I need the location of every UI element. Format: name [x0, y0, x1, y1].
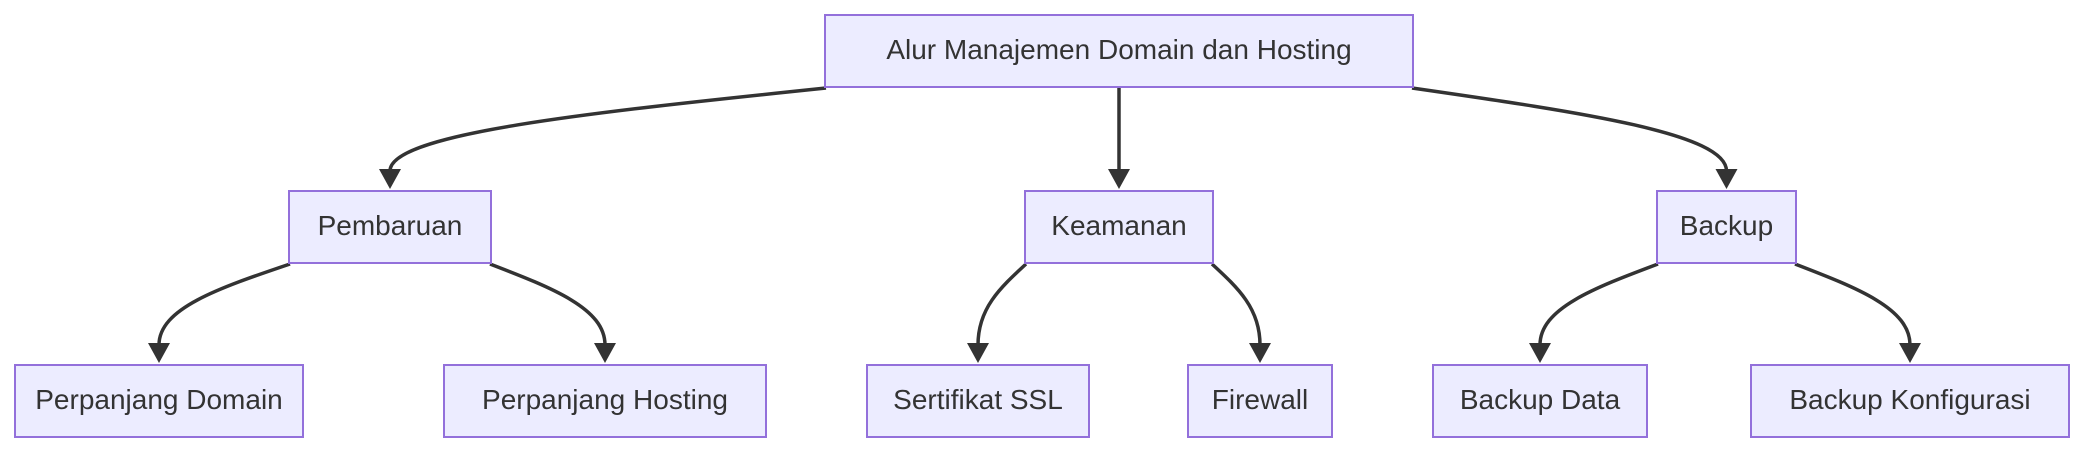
node-backup-konfigurasi: Backup Konfigurasi: [1750, 364, 2070, 438]
node-label: Perpanjang Hosting: [482, 384, 728, 415]
node-label: Backup Konfigurasi: [1789, 384, 2031, 415]
node-label: Firewall: [1211, 384, 1309, 415]
node-label: Sertifikat SSL: [893, 384, 1063, 415]
node-label: Backup: [1679, 210, 1774, 241]
edge-backup-to-backup-data: [1538, 262, 1659, 346]
arrowhead-icon: [148, 343, 170, 363]
arrowhead-icon: [594, 343, 616, 363]
node-perpanjang-hosting: Perpanjang Hosting: [443, 364, 767, 438]
node-label: Keamanan: [1051, 210, 1187, 241]
node-keamanan: Keamanan: [1024, 190, 1214, 264]
edge-root-to-pembaruan: [388, 86, 827, 172]
node-firewall: Firewall: [1187, 364, 1333, 438]
node-label: Alur Manajemen Domain dan Hosting: [886, 34, 1352, 65]
arrowhead-icon: [967, 343, 989, 363]
arrowhead-icon: [1529, 343, 1551, 363]
edge-root-to-backup: [1411, 86, 1729, 172]
edge-pembaruan-to-perpanjang-domain: [157, 262, 291, 346]
arrowhead-icon: [1899, 343, 1921, 363]
arrowhead-icon: [1108, 169, 1130, 189]
node-pembaruan: Pembaruan: [288, 190, 492, 264]
arrowhead-icon: [379, 169, 401, 189]
node-backup-data: Backup Data: [1432, 364, 1648, 438]
arrowhead-icon: [1249, 343, 1271, 363]
node-sertifikat-ssl: Sertifikat SSL: [866, 364, 1090, 438]
edge-backup-to-backup-konfigurasi: [1794, 262, 1912, 346]
node-root: Alur Manajemen Domain dan Hosting: [824, 14, 1414, 88]
edge-pembaruan-to-perpanjang-hosting: [489, 262, 607, 346]
node-perpanjang-domain: Perpanjang Domain: [14, 364, 304, 438]
node-label: Perpanjang Domain: [35, 384, 283, 415]
node-label: Backup Data: [1459, 384, 1621, 415]
edge-keamanan-to-sertifikat-ssl: [976, 262, 1028, 346]
arrowhead-icon: [1715, 169, 1738, 189]
edge-keamanan-to-firewall: [1210, 262, 1262, 346]
node-backup: Backup: [1656, 190, 1797, 264]
node-label: Pembaruan: [317, 210, 463, 241]
